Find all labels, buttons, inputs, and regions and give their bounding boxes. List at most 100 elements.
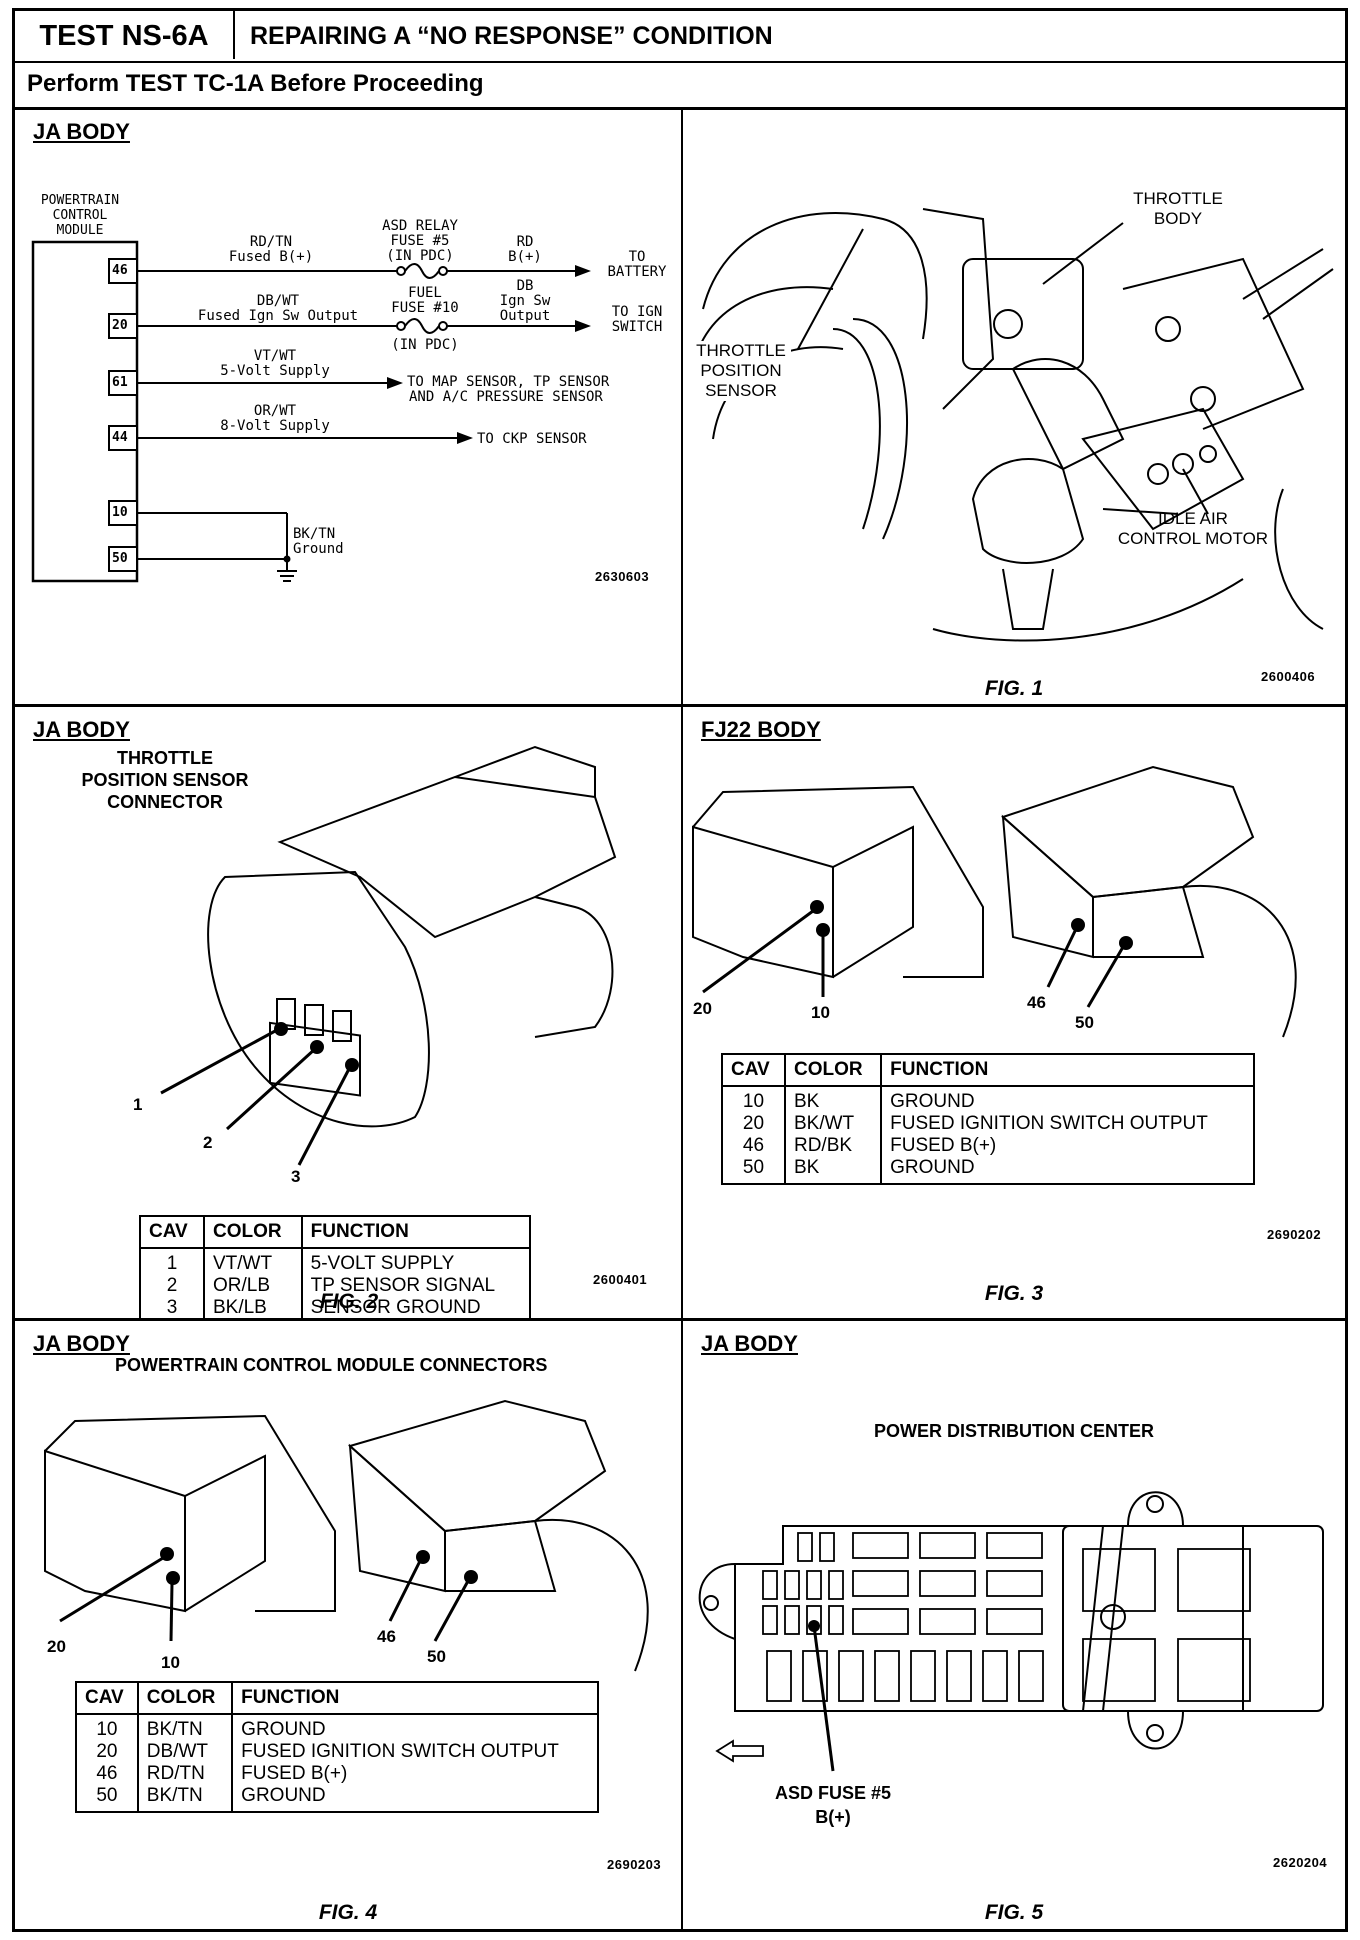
intake-ring	[832, 328, 881, 530]
connector-b-face	[1001, 814, 1094, 959]
connector-b-top	[1001, 765, 1255, 899]
fuses	[715, 1532, 1251, 1763]
body-label: JA BODY	[701, 1331, 798, 1356]
cell-function: 5-VOLT SUPPLY	[310, 1253, 455, 1274]
mount-hole	[1146, 1724, 1164, 1742]
connector-a-top	[692, 785, 984, 978]
cell-function: FUSED IGNITION SWITCH OUTPUT	[241, 1741, 559, 1762]
title-line: CONNECTOR	[107, 792, 223, 812]
fuse-label-line: (IN PDC)	[386, 248, 454, 264]
pin-number: 50	[112, 551, 128, 566]
fig2-panel: JA BODY THROTTLE POSITION SENSOR CONNECT…	[15, 707, 683, 1321]
figure-code: 2630603	[595, 569, 650, 584]
tps-connector	[971, 458, 1085, 564]
leader-line	[1046, 928, 1078, 988]
leader-line	[797, 228, 864, 350]
cell-cav: 50	[722, 1157, 786, 1184]
maxi-fuse	[852, 1608, 909, 1635]
fuse-5-icon	[404, 263, 440, 279]
pcm-connectors-illustration	[44, 1399, 649, 1672]
pin-marker	[1119, 936, 1133, 950]
col-color: COLOR	[203, 1216, 303, 1249]
maxi-fuse	[919, 1532, 976, 1559]
label-line: POSITION	[700, 361, 782, 380]
pin-marker	[274, 1022, 288, 1036]
wire-desc: Fused Ign Sw Output	[197, 308, 359, 324]
mini-fuse	[819, 1532, 835, 1562]
ground-label: BK/TN Ground	[293, 527, 344, 557]
relay-section	[1062, 1525, 1324, 1712]
cell-function: GROUND	[890, 1091, 975, 1112]
cell-cav: 10	[76, 1714, 139, 1741]
connector-a-side	[184, 1454, 266, 1612]
figure-caption: FIG. 1	[984, 677, 1044, 700]
dest-line: TO	[628, 249, 646, 265]
fuel-fuse-location: (IN PDC)	[391, 337, 459, 353]
bracket	[1122, 257, 1305, 430]
stud-icon	[1100, 1604, 1126, 1630]
throttle-body-label: THROTTLE BODY	[1123, 189, 1233, 229]
connector-a-top	[44, 1414, 336, 1612]
fig4-panel: JA BODY POWERTRAIN CONTROL MODULE CONNEC…	[15, 1321, 683, 1929]
relay	[1177, 1638, 1251, 1702]
connector-shell	[207, 870, 430, 1128]
figure-code: 2620204	[1273, 1855, 1328, 1870]
module-label-line: CONTROL	[52, 208, 108, 223]
fuse-terminal	[438, 321, 448, 331]
leader-line	[297, 1066, 352, 1166]
leader-line	[169, 1582, 174, 1642]
relay-slot	[802, 1650, 828, 1702]
pin-marker	[1071, 918, 1085, 932]
pcm-box	[31, 240, 139, 583]
wire-20-label: DB/WT Fused Ign Sw Output	[173, 294, 383, 324]
connector-b-top	[347, 1399, 607, 1533]
wire-desc: 8-Volt Supply	[220, 418, 330, 434]
fig5-panel: JA BODY POWER DISTRIBUTION CENTER	[683, 1321, 1345, 1929]
connector-title: THROTTLE POSITION SENSOR CONNECTOR	[55, 747, 275, 813]
relay-slot	[838, 1650, 864, 1702]
relay	[1177, 1548, 1251, 1612]
pin-markers	[160, 1547, 478, 1585]
mini-fuse	[828, 1605, 844, 1635]
cell-cav: 20	[76, 1741, 139, 1763]
mini-fuse	[762, 1605, 778, 1635]
latch	[454, 745, 596, 797]
callout-line: B(+)	[815, 1807, 851, 1827]
arrow-icon	[575, 320, 591, 332]
throttle-body-housing	[962, 258, 1084, 370]
module-label-line: POWERTRAIN	[40, 193, 120, 208]
bolt	[993, 309, 1023, 339]
sensor-destination: TO MAP SENSOR, TP SENSOR AND A/C PRESSUR…	[407, 375, 609, 405]
connector-b-tail	[534, 1518, 649, 1672]
intake-hose	[702, 212, 928, 340]
connector-top	[277, 775, 617, 939]
prerequisite-note: Perform TEST TC-1A Before Proceeding	[15, 63, 1345, 110]
label-line: SENSOR	[705, 381, 777, 400]
mini-fuse	[762, 1570, 778, 1600]
callout-line: ASD FUSE #5	[774, 1783, 892, 1803]
relay-slot	[982, 1650, 1008, 1702]
maxi-fuse	[919, 1570, 976, 1597]
label-line: CONTROL MOTOR	[1117, 529, 1269, 548]
mount-hole	[1146, 1495, 1164, 1513]
module-label: POWERTRAIN CONTROL MODULE	[35, 193, 125, 238]
iac-housing	[1081, 407, 1245, 531]
bottom-mount	[1127, 1710, 1184, 1750]
leader-line	[160, 1028, 278, 1095]
connector-b-side	[444, 1519, 557, 1592]
pin-label: 50	[1075, 1013, 1094, 1032]
wires	[137, 263, 575, 582]
mini-fuse	[797, 1532, 813, 1562]
title-line: POSITION SENSOR	[81, 770, 249, 790]
ckp-destination: TO CKP SENSOR	[477, 431, 587, 447]
pin-marker	[166, 1571, 180, 1585]
pin-marker	[416, 1550, 430, 1564]
wire-color: DB	[516, 278, 534, 294]
fuse-label-line: FUSE #5	[390, 233, 450, 249]
